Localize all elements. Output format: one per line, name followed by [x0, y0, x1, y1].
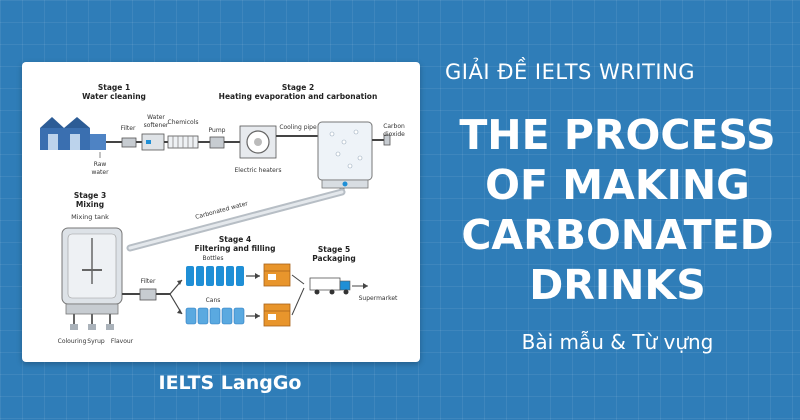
brand-logo-text: IELTS LangGo [158, 372, 302, 394]
bottles-label: Bottles [203, 255, 224, 262]
chemicals-label: Chemicols [168, 119, 199, 126]
stage4-name: Filtering and filling [195, 244, 276, 253]
filter-unit [121, 137, 137, 148]
filter2-label: Filter [141, 278, 156, 285]
mixing-tank [61, 227, 123, 330]
stage4-label: Stage 4 [219, 235, 251, 244]
diagram-canvas: Stage 1 Water cleaning Stage 2 Heating e… [40, 83, 405, 345]
electric-heaters-label: Electric heaters [235, 167, 282, 174]
process-diagram: Stage 1 Water cleaning Stage 2 Heating e… [22, 62, 420, 362]
stage3-name: Mixing [76, 200, 104, 209]
stage2-name: Heating evaporation and carbonation [219, 92, 378, 101]
carbonation-tank [317, 121, 373, 189]
title-line-2: OF MAKING [485, 161, 750, 209]
colouring-label: Colouring [58, 338, 87, 345]
delivery-truck [309, 277, 351, 295]
flavour-label: Flavour [111, 338, 134, 345]
cooling-pipe-label: Cooling pipe [279, 124, 317, 131]
electric-heater [239, 125, 277, 159]
raw-label: Raw [94, 161, 107, 168]
carbon-label: Carbon [383, 123, 405, 130]
softener-label: softener [144, 122, 169, 129]
box-cans [263, 303, 291, 327]
dioxide-label: dioxide [383, 131, 405, 138]
title-line-3: CARBONATED [461, 211, 774, 259]
kicker-heading: GIẢI ĐỀ IELTS WRITING [445, 60, 696, 84]
filter-unit-2 [139, 288, 157, 301]
pump-label: Pump [209, 127, 226, 134]
raw-water-label: water [91, 169, 109, 176]
carbonated-water-pipe [126, 188, 346, 252]
stage2-label: Stage 2 [282, 83, 314, 92]
water-softener-unit [141, 133, 165, 151]
stage1-label: Stage 1 [98, 83, 130, 92]
water-source-buildings [40, 117, 106, 150]
cans-label: Cans [206, 297, 221, 304]
box-bottles [263, 263, 291, 287]
main-title: THE PROCESS OF MAKING CARBONATED DRINKS [440, 110, 795, 310]
bottles-row [186, 266, 244, 286]
filter-label: Filter [121, 125, 136, 132]
stage5-label: Stage 5 [318, 245, 350, 254]
subtitle: Bài mẫu & Từ vựng [521, 330, 714, 354]
stage3-label: Stage 3 [74, 191, 106, 200]
pump-unit [209, 136, 225, 149]
stage1-name: Water cleaning [82, 92, 146, 101]
supermarket-label: Supermarket [359, 295, 398, 302]
water-label: Water [147, 114, 165, 121]
mixing-tank-label: Mixing tank [71, 213, 109, 221]
chemicals-coil [167, 135, 199, 149]
stage5-name: Packaging [312, 254, 356, 263]
title-line-1: THE PROCESS [459, 111, 776, 159]
title-line-4: DRINKS [529, 261, 706, 309]
syrup-label: Syrup [87, 338, 105, 345]
cans-row [185, 307, 245, 325]
